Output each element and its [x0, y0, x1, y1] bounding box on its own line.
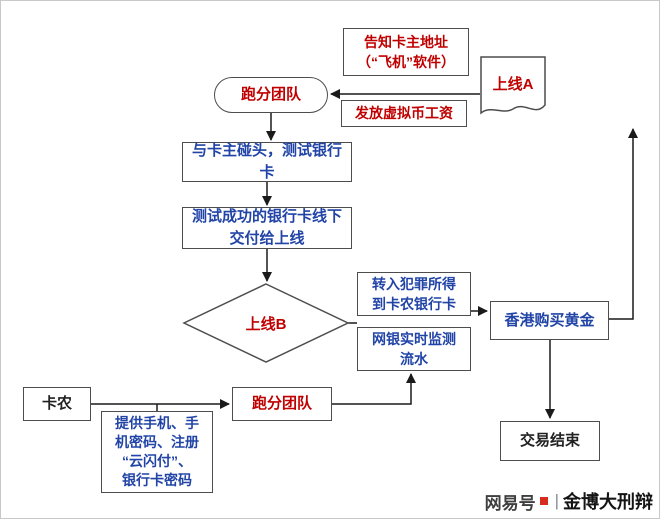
node-monitor-flow: 网银实时监测 流水 [357, 327, 471, 371]
node-kanong: 卡农 [23, 387, 91, 421]
node-paofen-team-top: 跑分团队 [214, 77, 328, 113]
diamond-shape [182, 283, 350, 363]
node-label-line: 发放虚拟币工资 [355, 105, 453, 122]
node-label-line: 测试成功的银行卡线下 [191, 208, 342, 226]
node-transfer-proceeds: 转入犯罪所得 到卡农银行卡 [357, 272, 471, 316]
node-label-line: 流水 [400, 351, 428, 367]
node-label-line: 告知卡主地址 [364, 33, 448, 50]
node-deliver-card: 测试成功的银行卡线下 交付给上线 [182, 207, 352, 249]
node-label-line: 香港购买黄金 [504, 311, 595, 329]
node-label-line: “云闪付”、 [122, 453, 192, 469]
node-label-line: 上线B [245, 315, 287, 333]
node-label-line: 银行卡密码 [122, 471, 192, 488]
watermark-logo-mark [539, 497, 548, 505]
node-label-line: 跑分团队 [251, 395, 312, 413]
node-label-line: 与卡主碰头，测试银行 [191, 142, 342, 160]
node-transaction-end: 交易结束 [500, 421, 600, 461]
node-upline-b: 上线B [181, 281, 351, 365]
node-paofen-team-bottom: 跑分团队 [232, 387, 332, 421]
node-label-line: 卡农 [41, 395, 72, 413]
node-upline-a: 上线A [479, 55, 547, 123]
node-provide-credentials: 提供手机、手 机密码、注册 “云闪付”、 银行卡密码 [101, 411, 213, 493]
node-label-line: 卡 [259, 164, 275, 181]
node-label-line: 到卡农银行卡 [372, 296, 456, 312]
document-shape [480, 56, 546, 115]
node-label-line: 交付给上线 [229, 230, 305, 247]
arrow-paofen-to-monitor [332, 373, 416, 405]
node-hk-buy-gold: 香港购买黄金 [490, 301, 609, 340]
watermark-divider: | [554, 491, 559, 510]
arrow-hk-to-uplineA [609, 128, 638, 320]
watermark: 网易号 | 金博大刑辩 [485, 488, 653, 514]
node-label-line: 机密码、注册 [115, 434, 199, 451]
node-label-line: 上线A [492, 75, 534, 93]
node-label-line: 提供手机、手 [115, 415, 199, 432]
node-label-line: 交易结束 [519, 432, 580, 450]
node-meet-test-card: 与卡主碰头，测试银行 卡 [182, 142, 352, 182]
node-label-line: 网银实时监测 [372, 330, 456, 347]
node-label-line: 转入犯罪所得 [372, 275, 456, 292]
node-label-line: （“飞机”软件） [357, 54, 455, 70]
node-notify-address: 告知卡主地址 （“飞机”软件） [343, 28, 469, 76]
node-label-line: 跑分团队 [240, 86, 301, 104]
watermark-brand: 网易号 [484, 493, 536, 513]
watermark-account: 金博大刑辩 [563, 492, 653, 512]
node-crypto-wage: 发放虚拟币工资 [341, 100, 467, 127]
